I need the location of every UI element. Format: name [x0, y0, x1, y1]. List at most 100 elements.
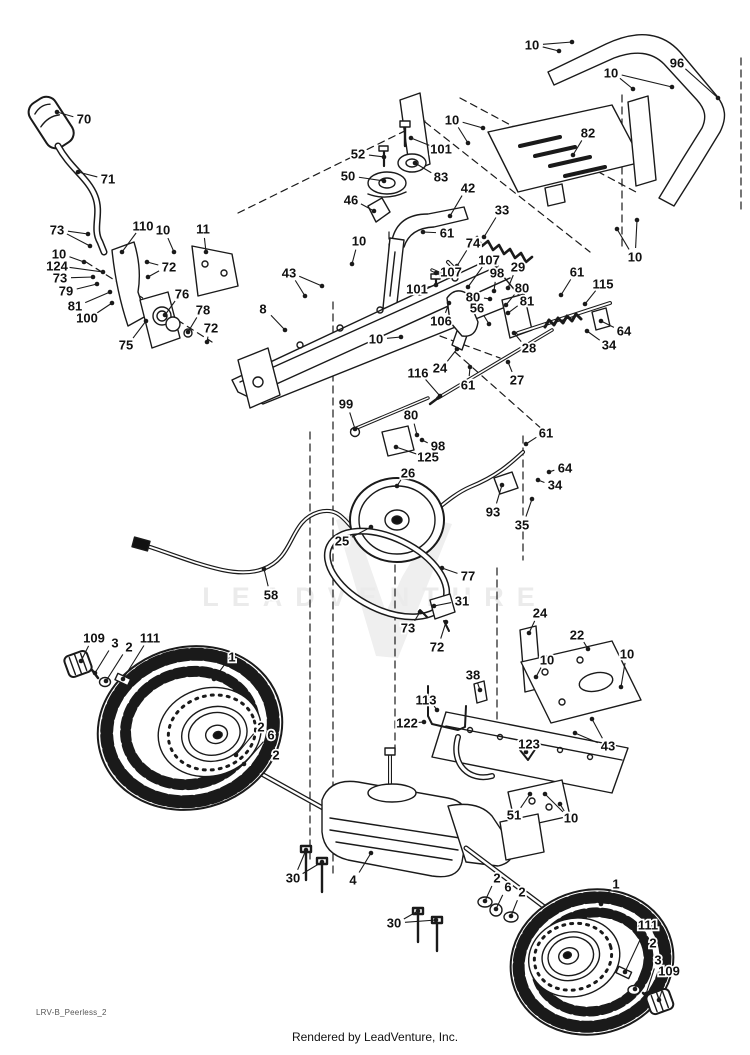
part-number-label: 72: [204, 321, 218, 336]
part-number-label: 10: [369, 332, 383, 347]
fastener-dot: [643, 991, 649, 997]
leader-line: [440, 621, 447, 639]
part-number-label: 24: [433, 361, 448, 376]
fastener-dot: [486, 321, 492, 327]
part-number-label: 52: [351, 147, 365, 162]
fastener-dot: [505, 285, 511, 291]
fastener-dot: [589, 716, 595, 722]
part-number-label: 82: [581, 126, 595, 141]
part-number-label: 116: [408, 366, 429, 381]
leader-line: [574, 732, 598, 744]
leader-line: [395, 446, 418, 455]
leader-line: [483, 217, 497, 238]
fastener-dot: [203, 249, 209, 255]
fastener-dot: [481, 234, 487, 240]
part-number-label: 80: [404, 408, 418, 423]
fastener-dot: [352, 426, 358, 432]
leader-line: [203, 237, 207, 253]
part-number-label: 99: [339, 397, 353, 412]
part-number-label: 30: [286, 871, 300, 886]
leader-line: [624, 932, 644, 973]
fastener-dot: [465, 284, 471, 290]
fastener-dot: [419, 437, 425, 443]
fastener-dot: [569, 39, 575, 45]
fastener-dot: [261, 566, 267, 572]
part-number-label: 72: [162, 260, 176, 275]
fastener-dot: [598, 901, 604, 907]
leader-line: [67, 266, 104, 273]
part-number-label: 96: [670, 56, 684, 71]
part-number-label: 101: [406, 282, 428, 297]
part-number-label: 61: [461, 378, 475, 393]
rendered-by-credit: Rendered by LeadVenture, Inc.: [291, 1030, 459, 1044]
fastener-dot: [523, 441, 529, 447]
part-number-label: 11: [196, 222, 210, 237]
part-number-label: 76: [175, 287, 189, 302]
fastener-dot: [491, 288, 497, 294]
leader-line: [542, 46, 560, 52]
part-number-label: 10: [52, 247, 66, 262]
fastener-dot: [454, 263, 460, 269]
fastener-dot: [185, 329, 191, 335]
leader-line: [164, 300, 176, 316]
fastener-dot: [508, 913, 514, 919]
leader-line: [270, 314, 286, 331]
fastener-dot: [368, 850, 374, 856]
cable-clamp: [494, 472, 518, 494]
part-number-label: 10: [540, 653, 554, 668]
fastener-dot: [482, 898, 488, 904]
leader-line: [56, 111, 74, 118]
brake-bracket: [447, 291, 478, 336]
leader-line: [121, 232, 137, 253]
leader-line: [243, 741, 264, 765]
fastener-dot: [669, 84, 675, 90]
fastener-dot: [505, 310, 511, 316]
leader-line: [84, 291, 111, 304]
part-number-label: 61: [440, 226, 454, 241]
fastener-dot: [454, 346, 460, 352]
leader-line: [404, 919, 437, 923]
fastener-dot: [443, 619, 449, 625]
fastener-dot: [87, 243, 93, 249]
fastener-dot: [433, 270, 439, 276]
leader-line: [410, 137, 431, 147]
fastener-dot: [446, 300, 452, 306]
fastener-dot: [634, 217, 640, 223]
part-number-label: 1: [612, 877, 619, 892]
part-number-label: 10: [620, 647, 634, 662]
leader-line: [358, 176, 385, 182]
fastener-dot: [556, 48, 562, 54]
fastener-dot: [632, 986, 638, 992]
leader-line: [67, 230, 89, 235]
part-number-label: 43: [282, 266, 296, 281]
part-number-label: 107: [478, 253, 500, 268]
fastener-dot: [303, 847, 309, 853]
fastener-dot: [546, 469, 552, 475]
leader-line: [297, 849, 307, 871]
fastener-dot: [480, 125, 486, 131]
part-number-label: 110: [133, 219, 154, 234]
fastener-dot: [598, 318, 604, 324]
leader-line: [495, 484, 503, 504]
fastener-dot: [171, 249, 177, 255]
leader-line: [616, 228, 630, 250]
leader-line: [386, 336, 402, 339]
leader-line: [446, 348, 458, 362]
part-number-label: 98: [431, 439, 445, 454]
support-strap-right: [628, 96, 656, 186]
fastener-dot: [431, 603, 437, 609]
part-number-label: 2: [493, 871, 500, 886]
leader-line: [77, 171, 98, 178]
leader-line: [187, 317, 198, 333]
fastener-dot: [162, 312, 168, 318]
part-number-label: 70: [77, 112, 91, 127]
part-number-label: 72: [430, 640, 444, 655]
leader-line: [349, 412, 356, 430]
fastener-dot: [81, 259, 87, 265]
leader-line: [462, 121, 484, 129]
fastener-dot: [584, 328, 590, 334]
leader-line: [122, 645, 145, 680]
leader-line: [167, 237, 175, 253]
leader-line: [358, 852, 372, 873]
